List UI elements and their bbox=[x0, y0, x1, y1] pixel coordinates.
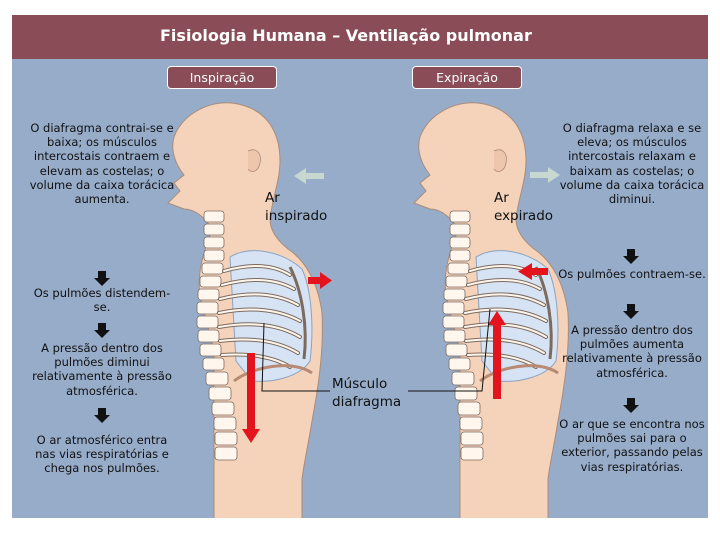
inspiracao-step-1: O diafragma contrai-se e baixa; os múscu… bbox=[26, 121, 178, 206]
tab-expiracao: Expiração bbox=[412, 66, 522, 89]
air-out-arrow bbox=[530, 167, 560, 183]
inspiracao-step-2: Os pulmões distendem-se. bbox=[26, 286, 178, 314]
expiracao-step-1: O diafragma relaxa e se eleva; os múscul… bbox=[558, 121, 706, 206]
air-exhaled-label: Ar expirado bbox=[494, 189, 553, 225]
tab-inspiracao: Inspiração bbox=[167, 66, 277, 89]
expiracao-step-4: O ar que se encontra nos pulmões sai par… bbox=[558, 417, 706, 474]
expiracao-step-2: Os pulmões contraem-se. bbox=[558, 267, 706, 281]
slide-panel: Fisiologia Humana – Ventilação pulmonar bbox=[12, 15, 708, 518]
air-inhaled-label: Ar inspirado bbox=[265, 189, 327, 225]
inspiracao-step-3: A pressão dentro dos pulmões diminui rel… bbox=[26, 341, 178, 398]
air-in-arrow bbox=[294, 168, 324, 184]
diaphragm-label: Músculo diafragma bbox=[332, 375, 401, 411]
expiracao-step-3: A pressão dentro dos pulmões aumenta rel… bbox=[558, 323, 706, 380]
inspiracao-step-4: O ar atmosférico entra nas vias respirat… bbox=[26, 433, 178, 476]
